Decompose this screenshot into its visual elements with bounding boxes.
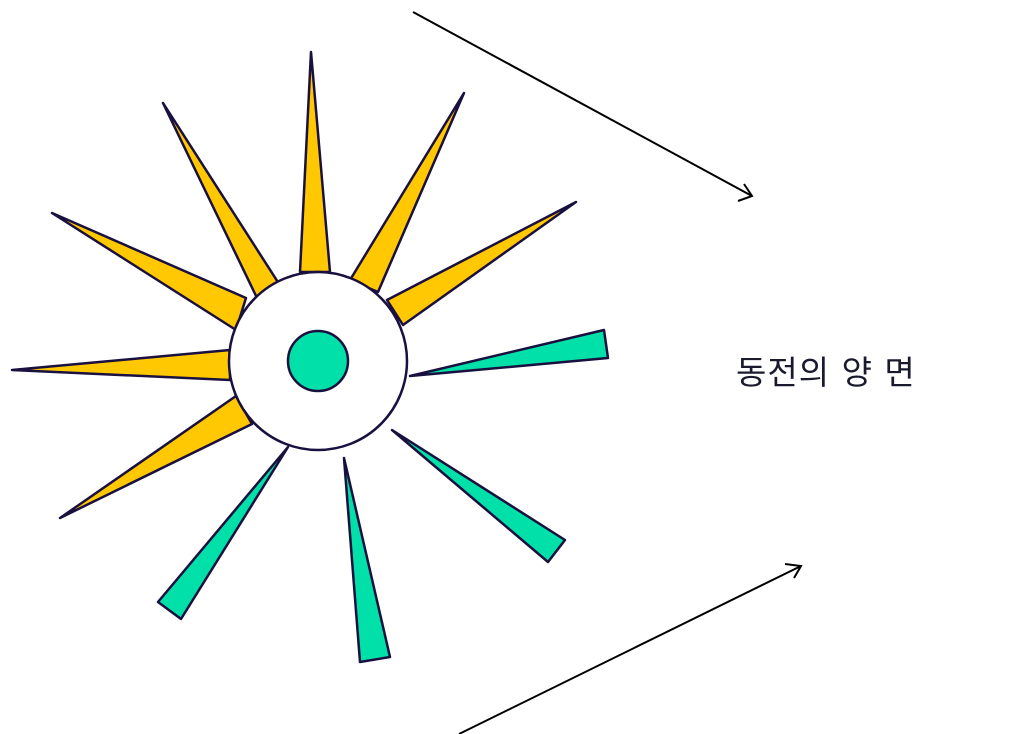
caption-text: 동전의 양 면 <box>736 346 916 394</box>
arrow-top <box>413 12 752 201</box>
yellow-ray <box>300 52 330 272</box>
teal-ray <box>344 458 390 662</box>
teal-ray <box>410 330 608 376</box>
teal-ray <box>158 447 288 619</box>
center-dot <box>288 331 348 391</box>
yellow-ray <box>350 93 464 292</box>
arrow-bottom <box>459 564 801 734</box>
yellow-ray <box>60 396 252 518</box>
yellow-ray <box>387 202 576 325</box>
yellow-ray <box>52 213 246 330</box>
yellow-ray <box>12 350 230 380</box>
teal-ray <box>392 430 565 562</box>
